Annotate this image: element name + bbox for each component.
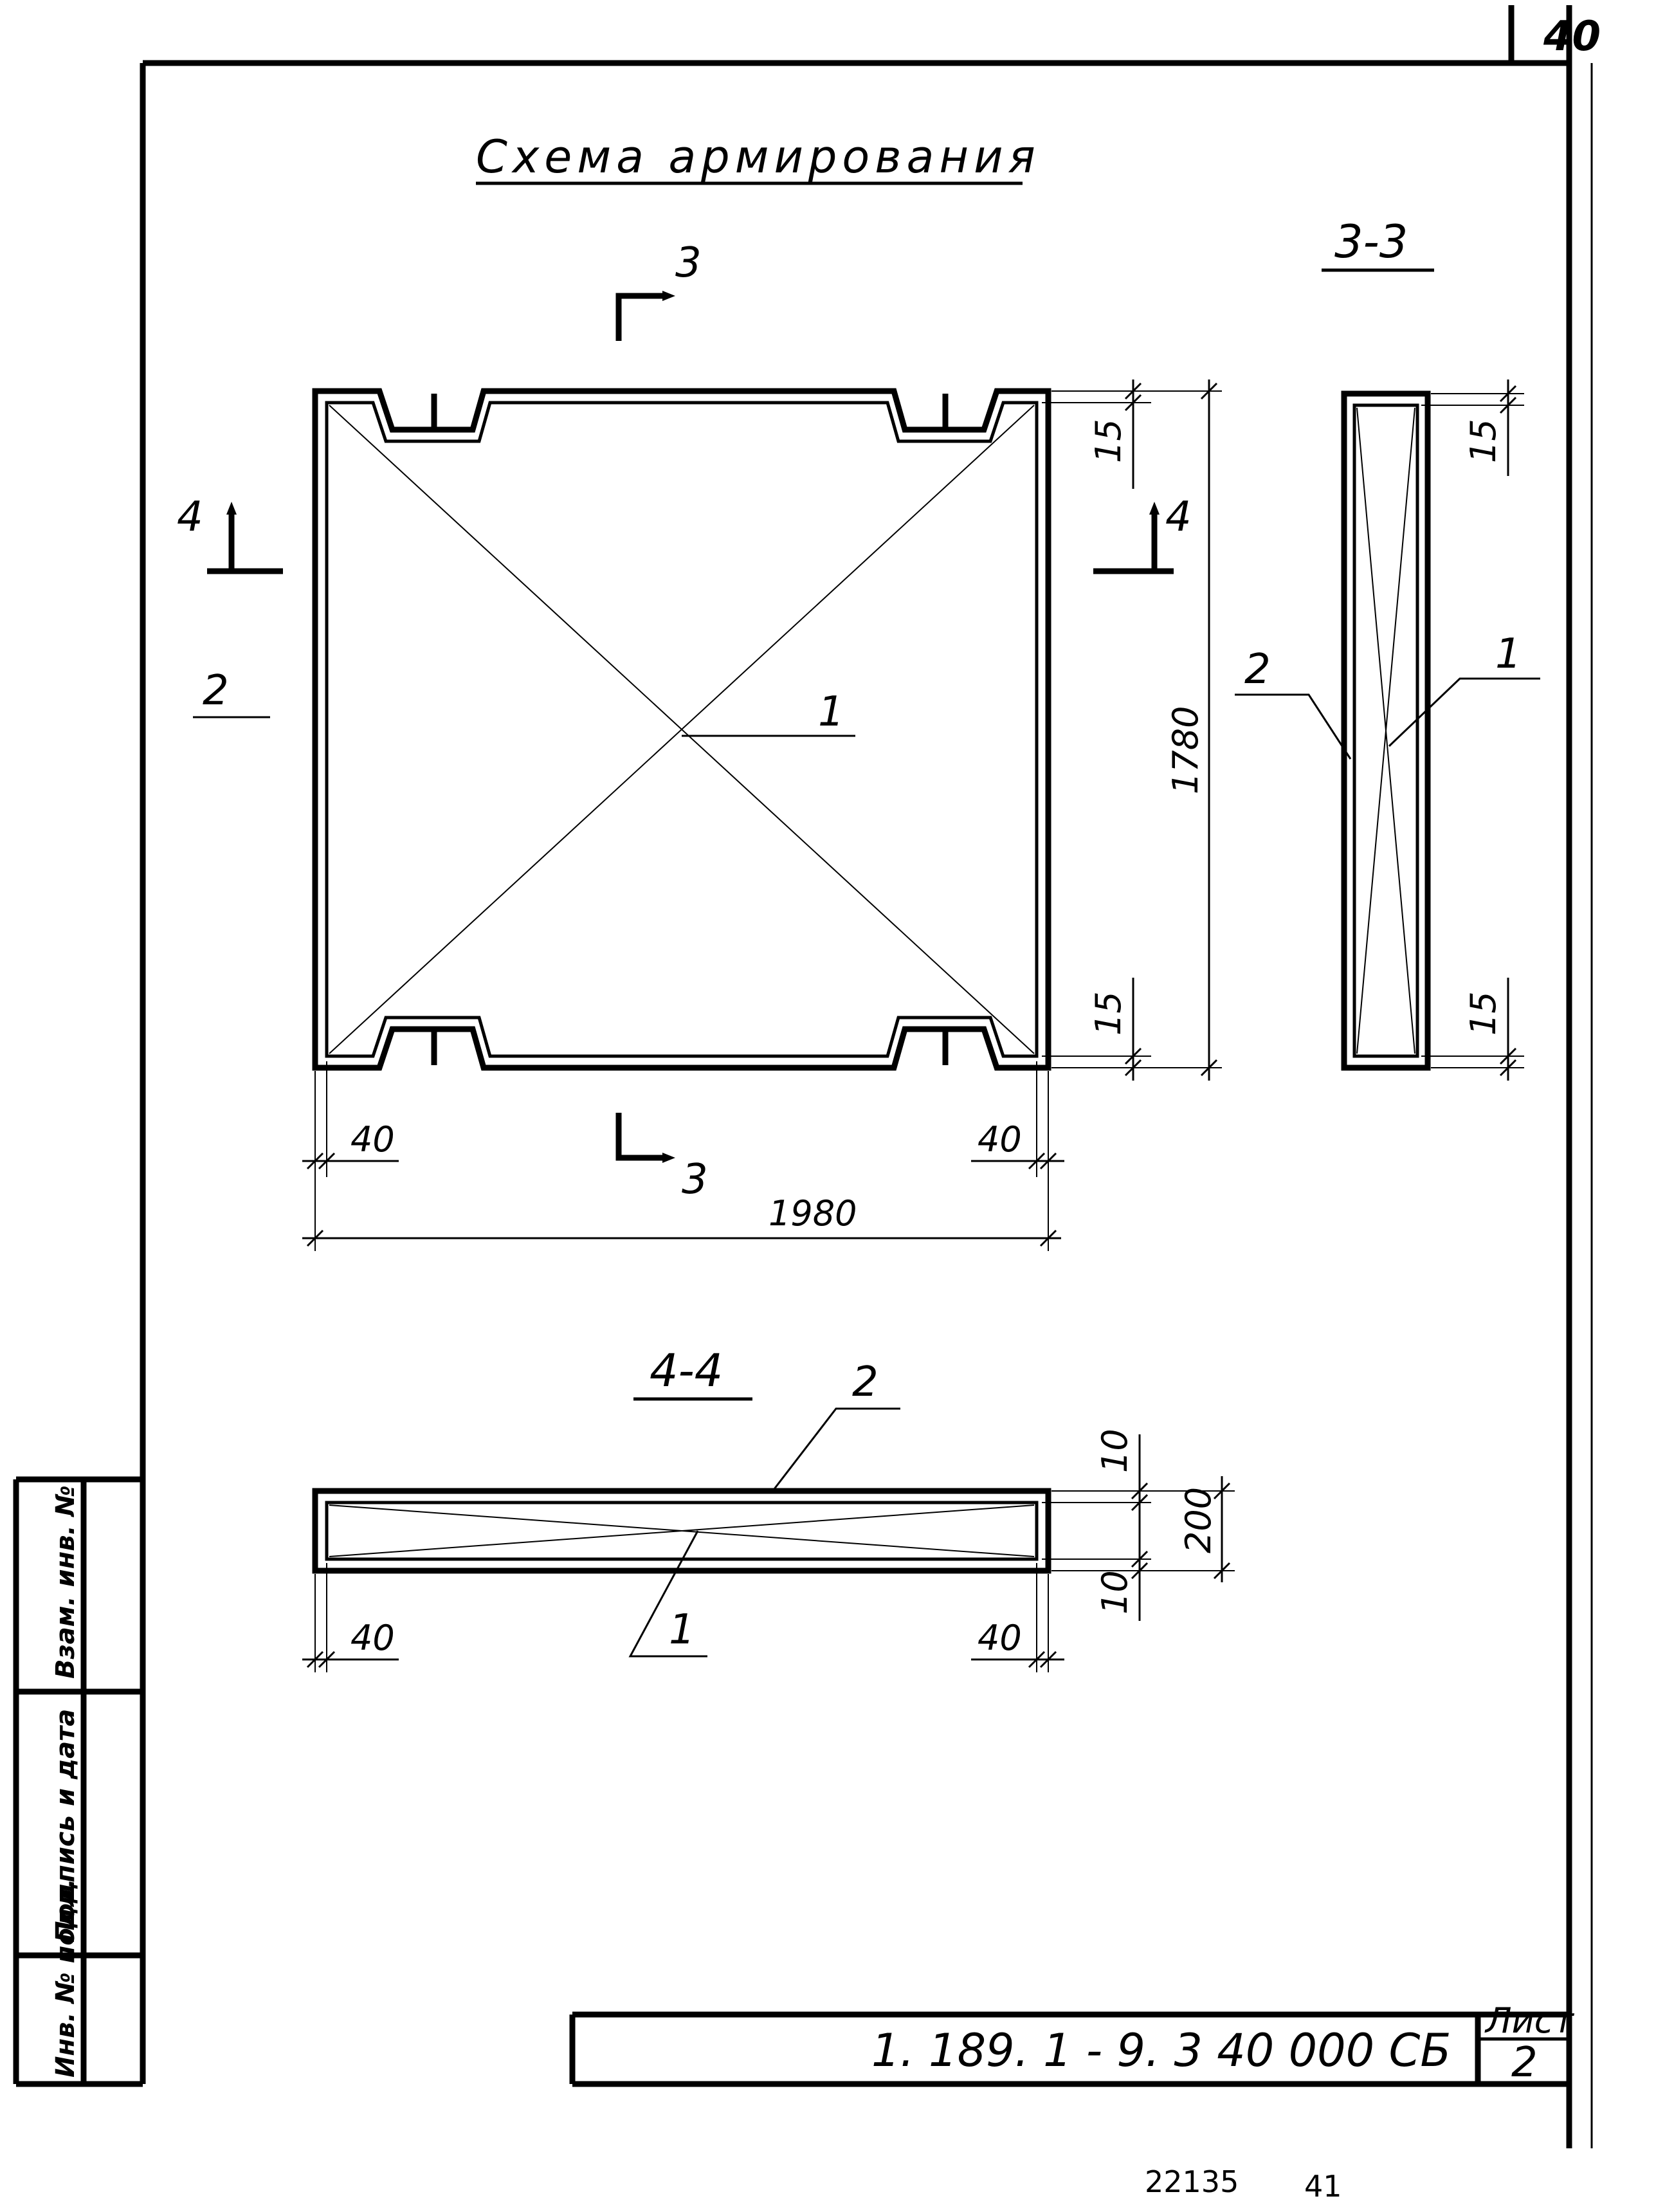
section-3-3-label-2: 2	[1244, 646, 1271, 693]
dim-ticks	[306, 1152, 1057, 1247]
plan-dim-15-bottom: 15	[1088, 991, 1129, 1036]
section-3-3: 3-3 2 1 15 15	[1235, 215, 1540, 1081]
section-3-3-inner	[1352, 403, 1419, 1058]
section-4-4-label-2: 2	[852, 1358, 878, 1406]
leader-2	[1235, 693, 1352, 760]
plan-dim-1980: 1980	[769, 1193, 857, 1234]
side-stamp-inv-original: Инв. № подл.	[51, 1878, 80, 2078]
plan-label-1: 1	[818, 688, 844, 736]
plan-dim-40-left: 40	[350, 1119, 395, 1160]
leader-1	[628, 1530, 707, 1658]
section-4-left: 4	[177, 493, 203, 541]
section-3-bottom-mark	[615, 1113, 662, 1161]
section-3-3-diagonal	[1356, 407, 1415, 1054]
section-4-4-dim-40-right: 40	[978, 1618, 1022, 1658]
leader-1	[1388, 677, 1540, 747]
dim-ticks	[1499, 385, 1517, 1077]
title-block-sheet-label: Лист	[1484, 2000, 1574, 2041]
section-4-4-label-1: 1	[669, 1606, 695, 1654]
side-stamp-replaces-inv: Взам. инв. №	[51, 1485, 80, 1679]
title-block-sheet-number: 2	[1511, 2039, 1538, 2087]
section-4-4-diagonal	[329, 1504, 1035, 1557]
dim-ticks	[1131, 1482, 1231, 1580]
section-3-3-dim-15-top: 15	[1463, 419, 1504, 463]
section-4-4: 4-4 2 1 10 10 200	[302, 1344, 1235, 1672]
plan-dim-1780: 1780	[1165, 706, 1206, 794]
sheet-frame	[140, 5, 1593, 2148]
dim-ticks	[1124, 382, 1218, 1077]
section-3-3-label-1: 1	[1495, 630, 1522, 678]
plan-label-2: 2	[203, 667, 229, 715]
plan-inner-contour	[325, 401, 1039, 1058]
section-arrow	[662, 1153, 675, 1163]
section-3-3-outer	[1341, 390, 1431, 1071]
section-arrow	[226, 502, 237, 515]
plan-dim-15-top: 15	[1088, 419, 1129, 463]
side-stamp: Взам. инв. № Подпись и дата Инв. № подл.	[13, 1476, 143, 2087]
section-4-4-dim-40-left: 40	[350, 1618, 395, 1658]
dim-ticks	[306, 1650, 1057, 1668]
section-4-right: 4	[1165, 493, 1192, 541]
title-block-designation: 1. 189. 1 - 9. 3 40 000 СБ	[871, 2024, 1451, 2077]
plan-diagonal-2	[329, 405, 1035, 1054]
section-4-4-dim-10-bottom: 10	[1095, 1570, 1135, 1614]
side-stamp-sign-date: Подпись и дата	[51, 1709, 80, 1942]
section-4-4-title: 4-4	[650, 1344, 723, 1397]
plan-outer-contour	[312, 388, 1051, 1071]
plan-view: 1 2 3 3 4 4	[177, 239, 1222, 1251]
section-3-bottom: 3	[682, 1156, 708, 1203]
section-4-4-dim-10-top: 10	[1095, 1429, 1135, 1473]
section-4-4-dim-200: 200	[1178, 1487, 1219, 1553]
leader-2	[770, 1407, 900, 1493]
section-arrow	[662, 291, 675, 301]
section-3-top: 3	[675, 239, 702, 287]
plan-dim-40-right: 40	[978, 1119, 1022, 1160]
section-3-top-mark	[615, 293, 662, 341]
section-3-3-title: 3-3	[1334, 215, 1408, 268]
section-arrow	[1149, 502, 1160, 515]
footer-code: 22135	[1145, 2164, 1239, 2199]
sheet-corner-number: 40	[1543, 13, 1601, 60]
section-3-3-dim-15-bottom: 15	[1463, 991, 1504, 1036]
section-4-4-outer	[312, 1488, 1051, 1574]
drawing-title: Схема армирования	[476, 131, 1041, 183]
footer-page: 41	[1304, 2169, 1342, 2204]
title-block: 1. 189. 1 - 9. 3 40 000 СБ Лист 2	[569, 2000, 1574, 2087]
